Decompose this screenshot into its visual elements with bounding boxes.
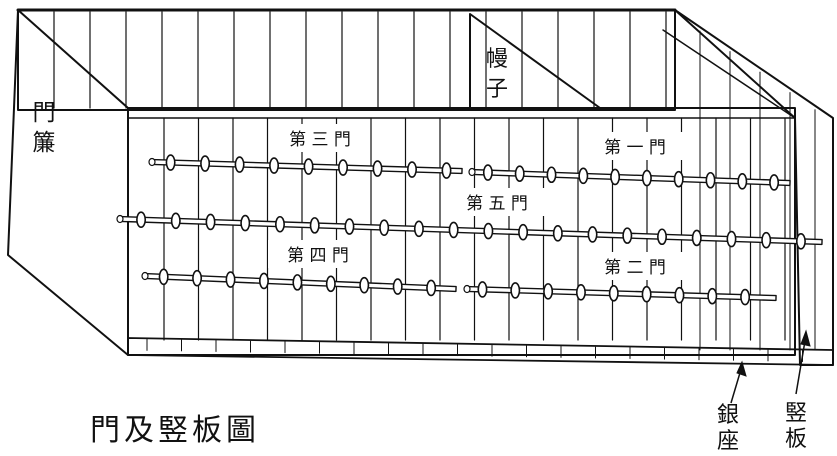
mantou-label-2: 子 [486,77,508,102]
rod-knob [705,171,716,189]
door-rod [119,215,823,246]
rod-end [141,271,149,281]
rod-knob [200,155,211,172]
rod-knob [707,287,718,305]
rod-knob [482,164,493,181]
door-rods [116,154,823,306]
rod-knob [359,276,370,294]
rod-knob [737,173,748,190]
rod-end [463,284,471,294]
rod-knob [392,278,403,295]
board-label-2: 板 [785,427,807,452]
rod-knob [740,288,751,306]
door-3-label: 第 三 門 [289,130,351,150]
rod-knob [552,225,563,242]
right-end-inner-edge [662,29,796,119]
rod-knob [518,223,529,241]
curtain-label-2: 簾 [33,130,56,156]
back-slats [53,11,667,109]
rod-knob [673,170,684,188]
base-ticks [146,338,803,362]
door-3-label-bg [270,124,370,152]
door-2-label: 第 二 門 [604,258,666,278]
rod-end [116,214,124,224]
rod-knob [258,272,269,290]
board-label-1: 竪 [785,401,807,426]
door-5-label-bg [447,188,547,216]
base-label-1: 銀 [717,403,739,428]
rod-knob [165,154,176,171]
front-panel [127,107,796,356]
board-arrow [795,329,811,395]
rod-end [148,157,156,167]
rod-knob [338,159,349,176]
rod-knob [309,217,320,234]
base-arrow [730,360,747,404]
rod-knob [240,214,251,232]
rod-knob [325,275,336,293]
rod-knob [303,158,314,175]
rod-knob [514,165,525,182]
rod-knob [691,229,702,247]
rod-knob [426,279,437,297]
rod-knob [158,268,169,286]
mantou-panel [469,13,601,109]
rod-knob [578,167,589,185]
rod-knob [234,156,245,173]
rod-knob [448,221,459,239]
rod-knob [344,218,355,235]
rod-knob [170,212,181,230]
rod-knob [546,166,557,184]
rod-knob [192,269,203,287]
rod-knob [205,213,216,231]
box-structure [7,8,834,366]
rod-knob [674,286,685,304]
rod-knob [483,222,494,240]
rod-end [468,167,476,177]
rod-knob [657,228,668,246]
door-2-label-bg [585,252,685,280]
rod-knob [441,162,452,179]
rod-knob [136,211,147,228]
rod-knob [407,161,418,178]
rod-knob [274,215,285,233]
rod-knob [510,282,521,299]
base-label-2: 座 [717,429,739,454]
rod-knob [413,220,424,238]
rod-knob [641,285,652,303]
rod-knob [610,168,621,186]
rod-knob [641,169,652,187]
door-4-label-bg [268,240,368,268]
rod-knob [587,226,598,243]
rod-knob [379,219,390,236]
door-5-label: 第 五 門 [466,194,528,214]
rod-knob [795,233,806,250]
curtain-label-1: 門 [33,100,56,126]
right-end-panel [674,9,834,366]
rod-knob [575,284,586,301]
rod-knob [761,231,772,249]
rod-knob [622,227,633,244]
door-1-label: 第 一 門 [604,138,666,158]
rod-knob [543,283,554,300]
rod-knob [292,274,303,291]
rod-knob [477,281,488,298]
rod-knob [269,157,280,174]
mantou-label-1: 幔 [486,47,508,72]
door-4-label: 第 四 門 [287,246,349,266]
rod-knob [608,284,619,302]
silver-base [127,337,834,366]
rod-knob [769,174,780,191]
figure-caption: 門及竪板圖 [90,413,260,448]
rod-knob [225,271,236,288]
door-1-label-bg [585,132,685,160]
rod-knob [726,230,737,248]
door-curtain-panel [7,9,129,356]
rod-knob [372,160,383,177]
